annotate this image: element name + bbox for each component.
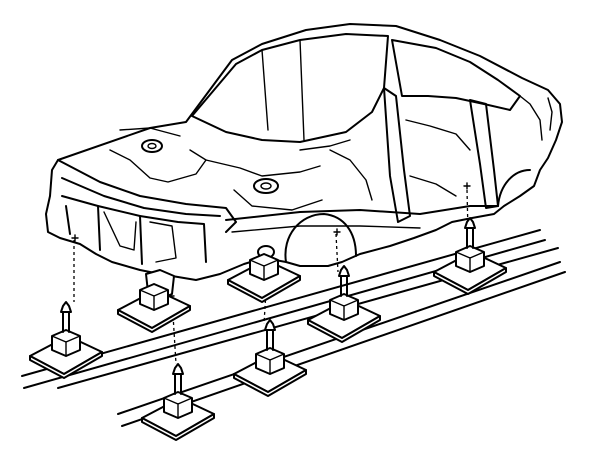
locating-pin (340, 275, 348, 297)
strut-tower-left (141, 139, 163, 153)
body-outline (45, 23, 563, 281)
fixtures (29, 217, 507, 441)
front-apron (57, 159, 237, 233)
jig-fixture (233, 319, 307, 397)
locating-pin (62, 311, 70, 333)
locating-pin (466, 227, 474, 249)
jig-fixture (117, 283, 191, 333)
locating-pin (266, 329, 274, 351)
locating-pin (174, 373, 182, 395)
car-body (45, 23, 563, 300)
rocker-panel (225, 205, 499, 221)
front-crossmember (61, 195, 207, 263)
alignment-lines (73, 189, 469, 365)
strut-tower-right (253, 178, 279, 194)
b-pillar (383, 87, 411, 223)
jig-fixture (227, 253, 301, 303)
jig-fixture (29, 301, 103, 379)
front-wheel-arch (284, 213, 357, 263)
jig-fixture (433, 217, 507, 295)
rear-wheel-arch (497, 169, 531, 207)
rear-window (391, 39, 521, 111)
jig-fixture (307, 265, 381, 343)
jig-fixture (141, 363, 215, 441)
